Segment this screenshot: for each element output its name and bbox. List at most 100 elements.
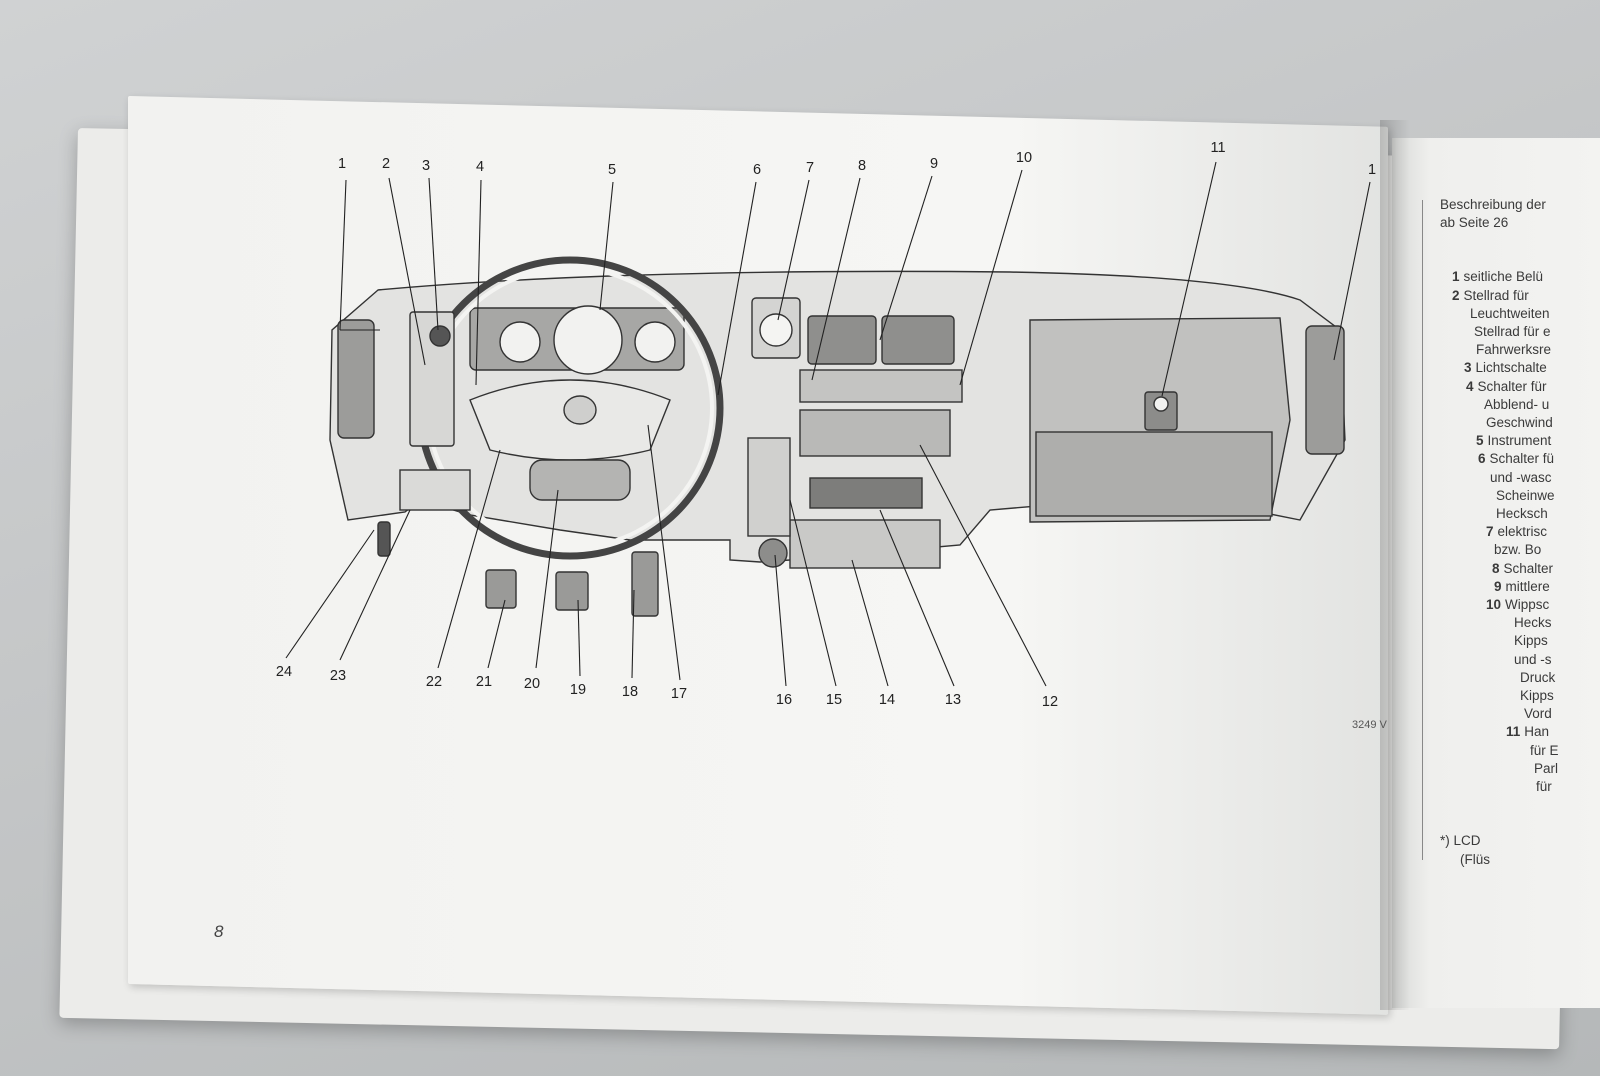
legend-item-text: Schalter — [1503, 560, 1554, 576]
leader-14 — [851, 559, 889, 687]
legend-item: bzw. Bo — [1440, 541, 1600, 559]
legend-item-text: Kipps — [1520, 688, 1554, 704]
legend-item-number: 7 — [1486, 524, 1494, 540]
callout-label: 6 — [753, 162, 761, 178]
glovebox-lock — [1153, 396, 1169, 412]
callout-label: 14 — [879, 692, 895, 708]
glovebox-lid-lower — [1035, 431, 1273, 517]
legend-item-number: 1 — [1452, 269, 1460, 285]
legend-item: Hecks — [1440, 614, 1600, 632]
footnote-line: (Flüs — [1460, 851, 1490, 867]
leader-16 — [774, 554, 787, 687]
legend-item-text: Stellrad für e — [1474, 324, 1551, 340]
leader-17 — [647, 424, 681, 681]
opel-badge — [563, 395, 597, 425]
leader-22 — [437, 449, 501, 669]
leader-3 — [428, 177, 439, 331]
leader-9 — [879, 175, 933, 341]
callout-label: 24 — [276, 664, 292, 680]
dashboard-body — [329, 256, 1346, 617]
leader-7 — [777, 179, 810, 321]
legend-item-text: Leuchtweiten — [1470, 305, 1550, 321]
radio — [799, 409, 951, 457]
legend-item-text: für — [1536, 779, 1552, 795]
legend-item-text: und -wasc — [1490, 469, 1552, 485]
ignition-lock — [758, 538, 788, 568]
legend-item-text: elektrisc — [1497, 524, 1548, 540]
legend-item-text: Wippsc — [1505, 597, 1550, 613]
legend-item-text: Hecksch — [1496, 506, 1548, 522]
callout-label: 12 — [1042, 694, 1058, 710]
legend-header-line: Beschreibung der — [1440, 197, 1546, 212]
legend-item: Fahrwerksre — [1440, 341, 1600, 359]
leader-19 — [577, 599, 581, 677]
speedometer — [553, 305, 623, 375]
legend-item-text: für E — [1530, 742, 1559, 758]
leader-18 — [631, 589, 635, 679]
center-vent-left — [807, 315, 877, 365]
callout-label: 17 — [671, 686, 687, 702]
heater-controls — [809, 477, 923, 509]
legend-item-text: Scheinwe — [1496, 487, 1555, 503]
legend-item-number: 3 — [1464, 360, 1472, 376]
leader-2 — [388, 177, 426, 366]
legend-item-number: 4 — [1466, 378, 1474, 394]
leader-13 — [879, 509, 955, 687]
pedal-brake — [555, 571, 589, 611]
legend-header-line: ab Seite 26 — [1440, 215, 1509, 231]
callout-label: 19 — [570, 682, 586, 698]
legend-item: Geschwind — [1440, 414, 1600, 432]
page-number: 8 — [214, 922, 224, 941]
callout-label: 22 — [426, 674, 442, 690]
legend-item-number: 5 — [1476, 433, 1484, 449]
legend-item: Leuchtweiten — [1440, 305, 1600, 323]
book-gutter-shadow — [1380, 120, 1410, 1010]
pedal-clutch — [485, 569, 517, 609]
callout-lines — [285, 161, 1371, 687]
legend-item-text: seitliche Belü — [1463, 269, 1544, 285]
legend-item-number: 2 — [1452, 287, 1460, 303]
legend-item-number: 10 — [1486, 597, 1502, 613]
callout-label: 1 — [338, 156, 346, 172]
right-page — [1392, 138, 1600, 1008]
legend-item: Stellrad für e — [1440, 323, 1600, 341]
callout-label: 18 — [622, 684, 638, 700]
legend-item-text: Abblend- u — [1484, 396, 1550, 412]
leader-15 — [789, 499, 837, 687]
callout-label: 3 — [422, 158, 430, 174]
clock-face — [759, 313, 793, 347]
callout-label: 15 — [826, 692, 842, 708]
callout-label: 20 — [524, 676, 540, 692]
callout-label: 11 — [1210, 140, 1225, 156]
callout-label: 21 — [476, 674, 492, 690]
legend-divider — [1422, 200, 1423, 860]
callouts-top: 1 2 3 4 5 6 7 8 9 10 11 1 — [338, 140, 1376, 178]
switch-row — [799, 369, 963, 403]
leader-8 — [811, 177, 861, 381]
legend-header: Beschreibung der ab Seite 26 — [1440, 196, 1600, 232]
legend-item: Kipps — [1440, 687, 1600, 705]
leader-23 — [339, 509, 411, 661]
legend-item-text: Instrument — [1487, 433, 1552, 449]
legend-item-text: Kipps — [1514, 633, 1548, 649]
leader-5 — [599, 181, 614, 311]
light-switch — [429, 325, 451, 347]
callout-label: 4 — [476, 159, 484, 175]
legend-item: und -s — [1440, 651, 1600, 669]
callout-label: 16 — [776, 692, 792, 708]
callout-label: 8 — [858, 158, 866, 174]
leader-10 — [959, 169, 1023, 386]
legend-item: Parl — [1440, 760, 1600, 778]
legend-item-text: Vord — [1524, 706, 1552, 722]
legend-item-number: 11 — [1506, 724, 1521, 740]
leader-12 — [919, 444, 1047, 687]
